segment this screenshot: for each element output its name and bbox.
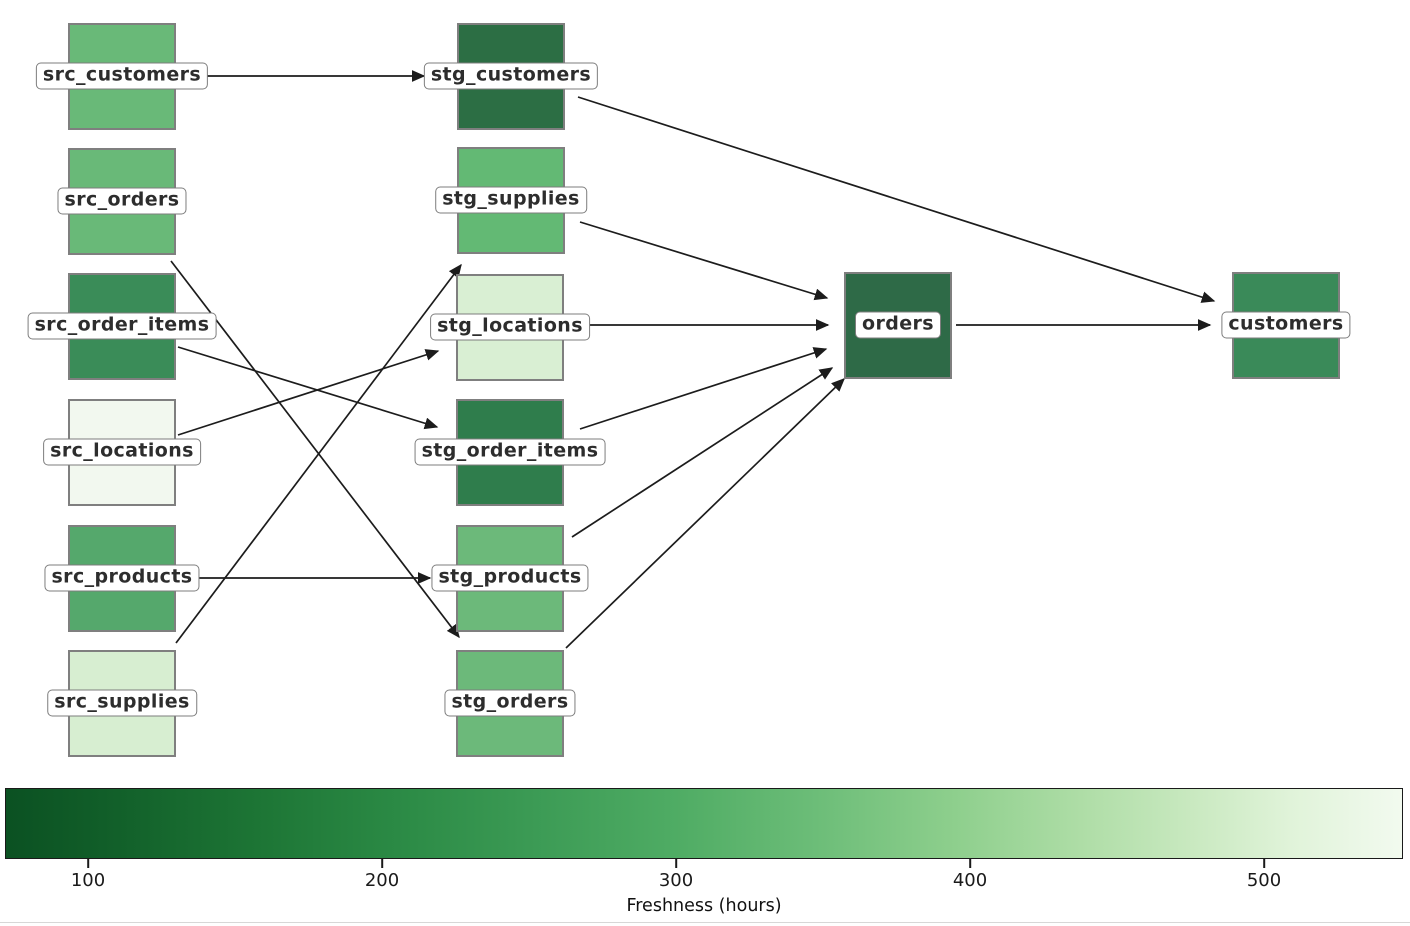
node-label-src_order_items: src_order_items	[27, 312, 217, 340]
node-label-stg_supplies: stg_supplies	[435, 186, 587, 214]
colorbar-tick-label-300: 300	[658, 870, 694, 891]
edge-src_order_items-to-stg_order_items	[177, 346, 439, 430]
colorbar-gradient	[5, 788, 1403, 859]
colorbar-tick-500	[1263, 859, 1265, 868]
node-label-src_locations: src_locations	[43, 438, 201, 466]
colorbar-tick-200	[381, 859, 383, 868]
edge-stg_customers-to-customers	[577, 96, 1216, 303]
colorbar-tick-label-500: 500	[1246, 870, 1282, 891]
edge-stg_order_items-to-orders	[579, 347, 828, 430]
edge-stg_orders-to-orders	[565, 378, 845, 649]
node-label-stg_customers: stg_customers	[423, 62, 599, 90]
node-label-stg_order_items: stg_order_items	[414, 438, 606, 466]
edge-src_supplies-to-stg_supplies	[175, 263, 462, 644]
edge-layer	[170, 70, 1216, 649]
node-label-customers: customers	[1221, 311, 1351, 339]
edge-stg_supplies-to-orders	[579, 221, 829, 301]
colorbar-tick-label-100: 100	[70, 870, 106, 891]
colorbar-tick-label-200: 200	[364, 870, 400, 891]
bottom-divider	[0, 922, 1410, 923]
colorbar-tick-100	[87, 859, 89, 868]
node-label-src_products: src_products	[44, 564, 200, 592]
node-label-stg_orders: stg_orders	[444, 689, 576, 717]
node-label-src_orders: src_orders	[57, 187, 187, 215]
node-label-stg_products: stg_products	[431, 564, 589, 592]
edge-src_locations-to-stg_locations	[177, 349, 440, 436]
colorbar-tick-label-400: 400	[952, 870, 988, 891]
edge-stg_products-to-orders	[571, 367, 834, 538]
node-label-src_supplies: src_supplies	[47, 689, 197, 717]
node-label-src_customers: src_customers	[35, 62, 209, 90]
node-label-stg_locations: stg_locations	[430, 313, 590, 341]
node-label-orders: orders	[855, 311, 941, 339]
edge-src_orders-to-stg_orders	[170, 260, 460, 639]
colorbar-tick-400	[969, 859, 971, 868]
colorbar-tick-300	[675, 859, 677, 868]
colorbar-axis-label: Freshness (hours)	[626, 896, 782, 916]
